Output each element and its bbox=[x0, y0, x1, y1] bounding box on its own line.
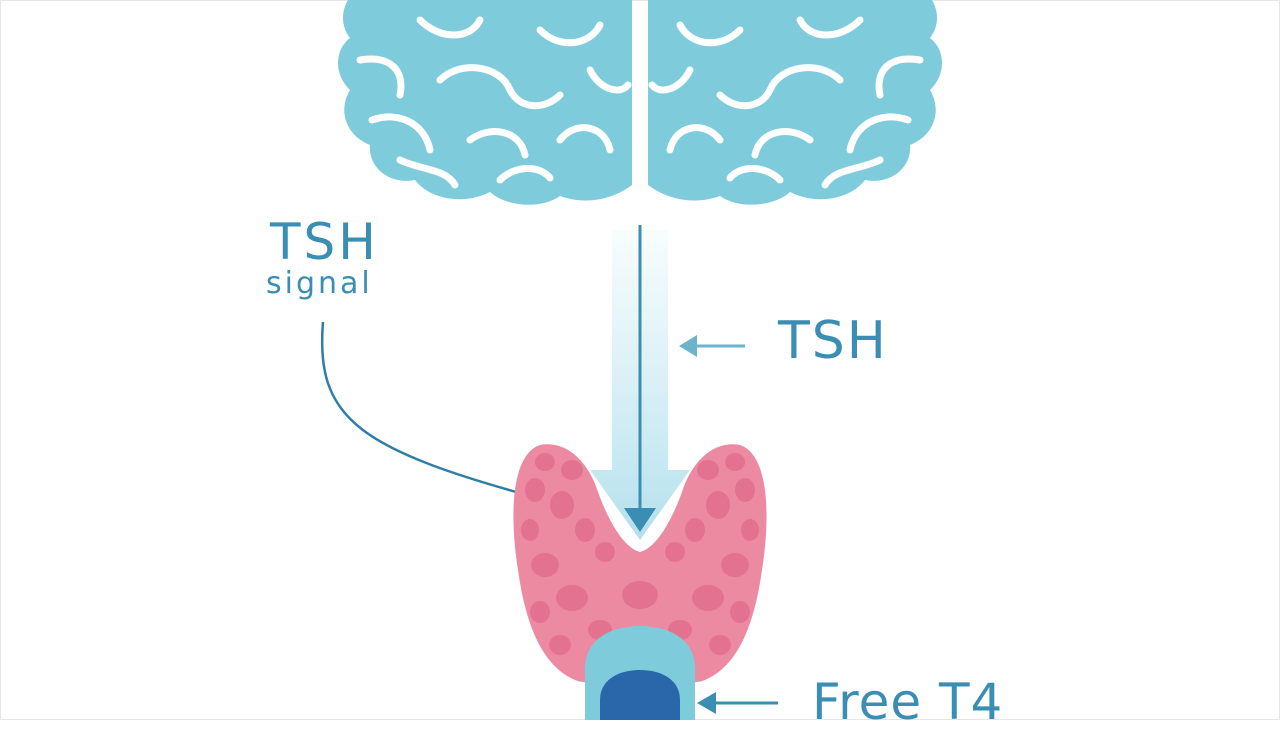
tsh-pointer-arrow bbox=[679, 335, 745, 357]
trachea-icon bbox=[585, 626, 695, 720]
free-t4-pointer-arrow bbox=[697, 692, 778, 714]
thyroid-icon bbox=[513, 444, 767, 683]
tsh-signal-subtitle: signal bbox=[266, 266, 373, 301]
tsh-arrow-label: TSH bbox=[778, 311, 888, 371]
signal-connector-line bbox=[320, 321, 546, 502]
free-t4-label: Free T4 bbox=[812, 673, 1004, 731]
tsh-signal-title: TSH bbox=[270, 213, 379, 271]
tsh-flow-arrow bbox=[590, 225, 690, 540]
brain-icon bbox=[338, 0, 942, 205]
